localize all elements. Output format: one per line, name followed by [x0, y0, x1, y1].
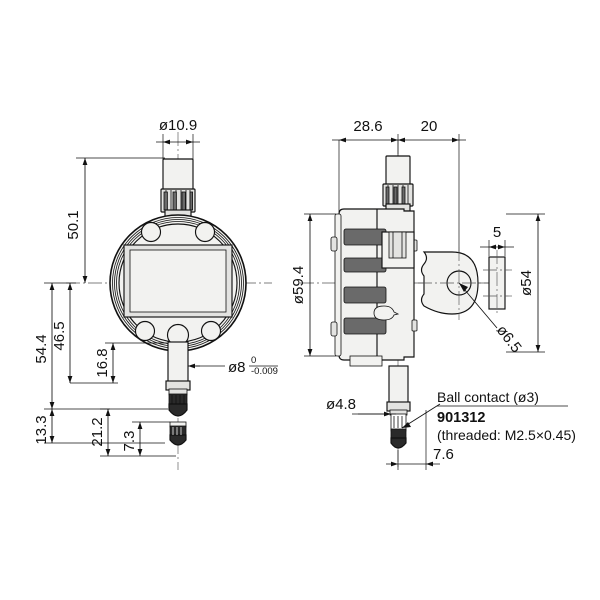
- dim-contact-extension: 13.3: [33, 415, 50, 444]
- side-view: [300, 140, 500, 470]
- dim-spindle-tol-lower: -0.009: [251, 366, 278, 377]
- front-button-top-right[interactable]: [194, 221, 216, 243]
- side-view-dimensions: 28.6 20 ø59.4 ø4.8 7.6: [290, 118, 466, 470]
- dim-body-depth-rear: 20: [421, 118, 438, 135]
- side-buttons: [343, 228, 387, 335]
- front-buttons-bottom: [134, 320, 222, 347]
- dim-contact-offset: 7.6: [433, 446, 454, 463]
- dim-height-to-center: 50.1: [65, 210, 82, 239]
- front-ball-contact-detached: [169, 421, 187, 446]
- front-buttons-top: [140, 221, 216, 243]
- dim-spindle-tol-upper: 0: [251, 355, 256, 366]
- side-clip-top: [330, 236, 338, 252]
- callout-ball-contact-line3: (threaded: M2.5×0.45): [437, 427, 576, 443]
- front-view: [66, 132, 272, 470]
- callout-ball-contact-line1: Ball contact (ø3): [437, 389, 539, 405]
- front-stem: [160, 158, 196, 218]
- dim-bezel-diameter: ø59.4: [290, 266, 307, 304]
- dim-spindle-diameter: ø8: [228, 359, 246, 376]
- front-button-top-left[interactable]: [140, 221, 162, 243]
- dim-contact-length: 7.3: [121, 431, 138, 452]
- dim-travel-lower: 21.2: [89, 417, 106, 446]
- side-button-3[interactable]: [343, 286, 387, 304]
- ball-contact-callout: Ball contact (ø3) 901312 (threaded: M2.5…: [401, 389, 576, 443]
- front-button-bottom-right[interactable]: [200, 320, 222, 342]
- side-spindle: [386, 365, 411, 449]
- dim-center-to-shoulder: 46.5: [51, 321, 68, 350]
- side-clip-bottom: [330, 321, 338, 337]
- front-button-bottom-left[interactable]: [134, 320, 156, 342]
- washer-detail-view: 5 ø54: [480, 213, 545, 353]
- side-button-2[interactable]: [343, 257, 387, 273]
- dim-back-plate-diameter: ø54: [518, 270, 535, 296]
- dim-stem-diameter: ø10.9: [159, 117, 197, 134]
- dim-stem-exposed: 16.8: [94, 348, 111, 377]
- dim-body-depth-front: 28.6: [353, 118, 382, 135]
- front-spindle: [165, 341, 191, 417]
- side-button-1[interactable]: [343, 228, 387, 246]
- side-stem: [382, 155, 414, 212]
- dim-back-plate-thickness: 5: [493, 224, 501, 241]
- dim-contact-stem-diameter: ø4.8: [326, 396, 356, 413]
- dim-body-to-tip: 54.4: [33, 334, 50, 363]
- front-lcd-display: [123, 244, 233, 318]
- side-logo-mark: [373, 305, 400, 321]
- callout-ball-contact-part-number: 901312: [437, 410, 485, 426]
- front-view-dimensions: ø10.9 50.1 54.4 46.5 16.8 13.3: [33, 117, 278, 457]
- side-rear-connector: [381, 231, 415, 269]
- side-button-4[interactable]: [343, 317, 387, 335]
